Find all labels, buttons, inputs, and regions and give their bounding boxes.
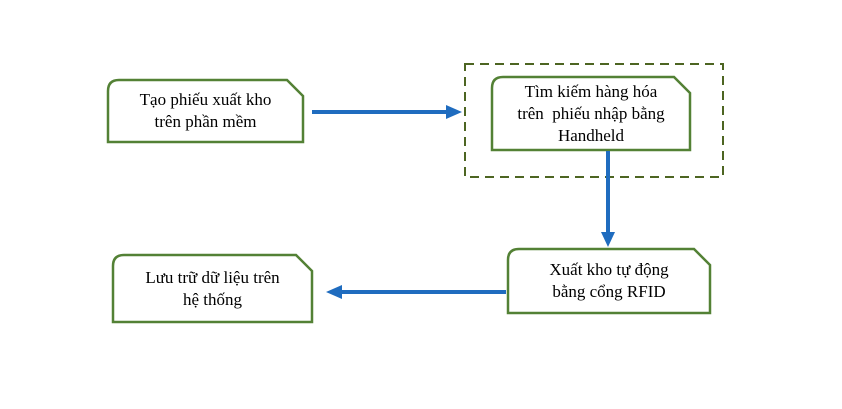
node-create-export-slip-label: Tạo phiếu xuất kho trên phần mềm <box>139 90 272 131</box>
node-find-goods-handheld-shape <box>490 75 692 152</box>
node-create-export-slip-shape <box>106 78 305 144</box>
node-store-data-system-shape <box>111 253 314 324</box>
arrow-rfid-to-store <box>326 285 506 299</box>
node-store-data-system-label: Lưu trữ dữ liệu trên hệ thống <box>145 267 280 309</box>
dashed-group-border <box>464 63 724 178</box>
arrow-find-to-rfid <box>601 151 615 247</box>
node-find-goods-handheld-label: Tìm kiếm hàng hóa trên phiếu nhập bằng H… <box>517 81 665 145</box>
node-auto-export-rfid-label: Xuất kho tự động bằng cổng RFID <box>549 260 669 301</box>
node-auto-export-rfid-shape <box>506 247 712 315</box>
arrow-create-to-find <box>312 105 462 119</box>
